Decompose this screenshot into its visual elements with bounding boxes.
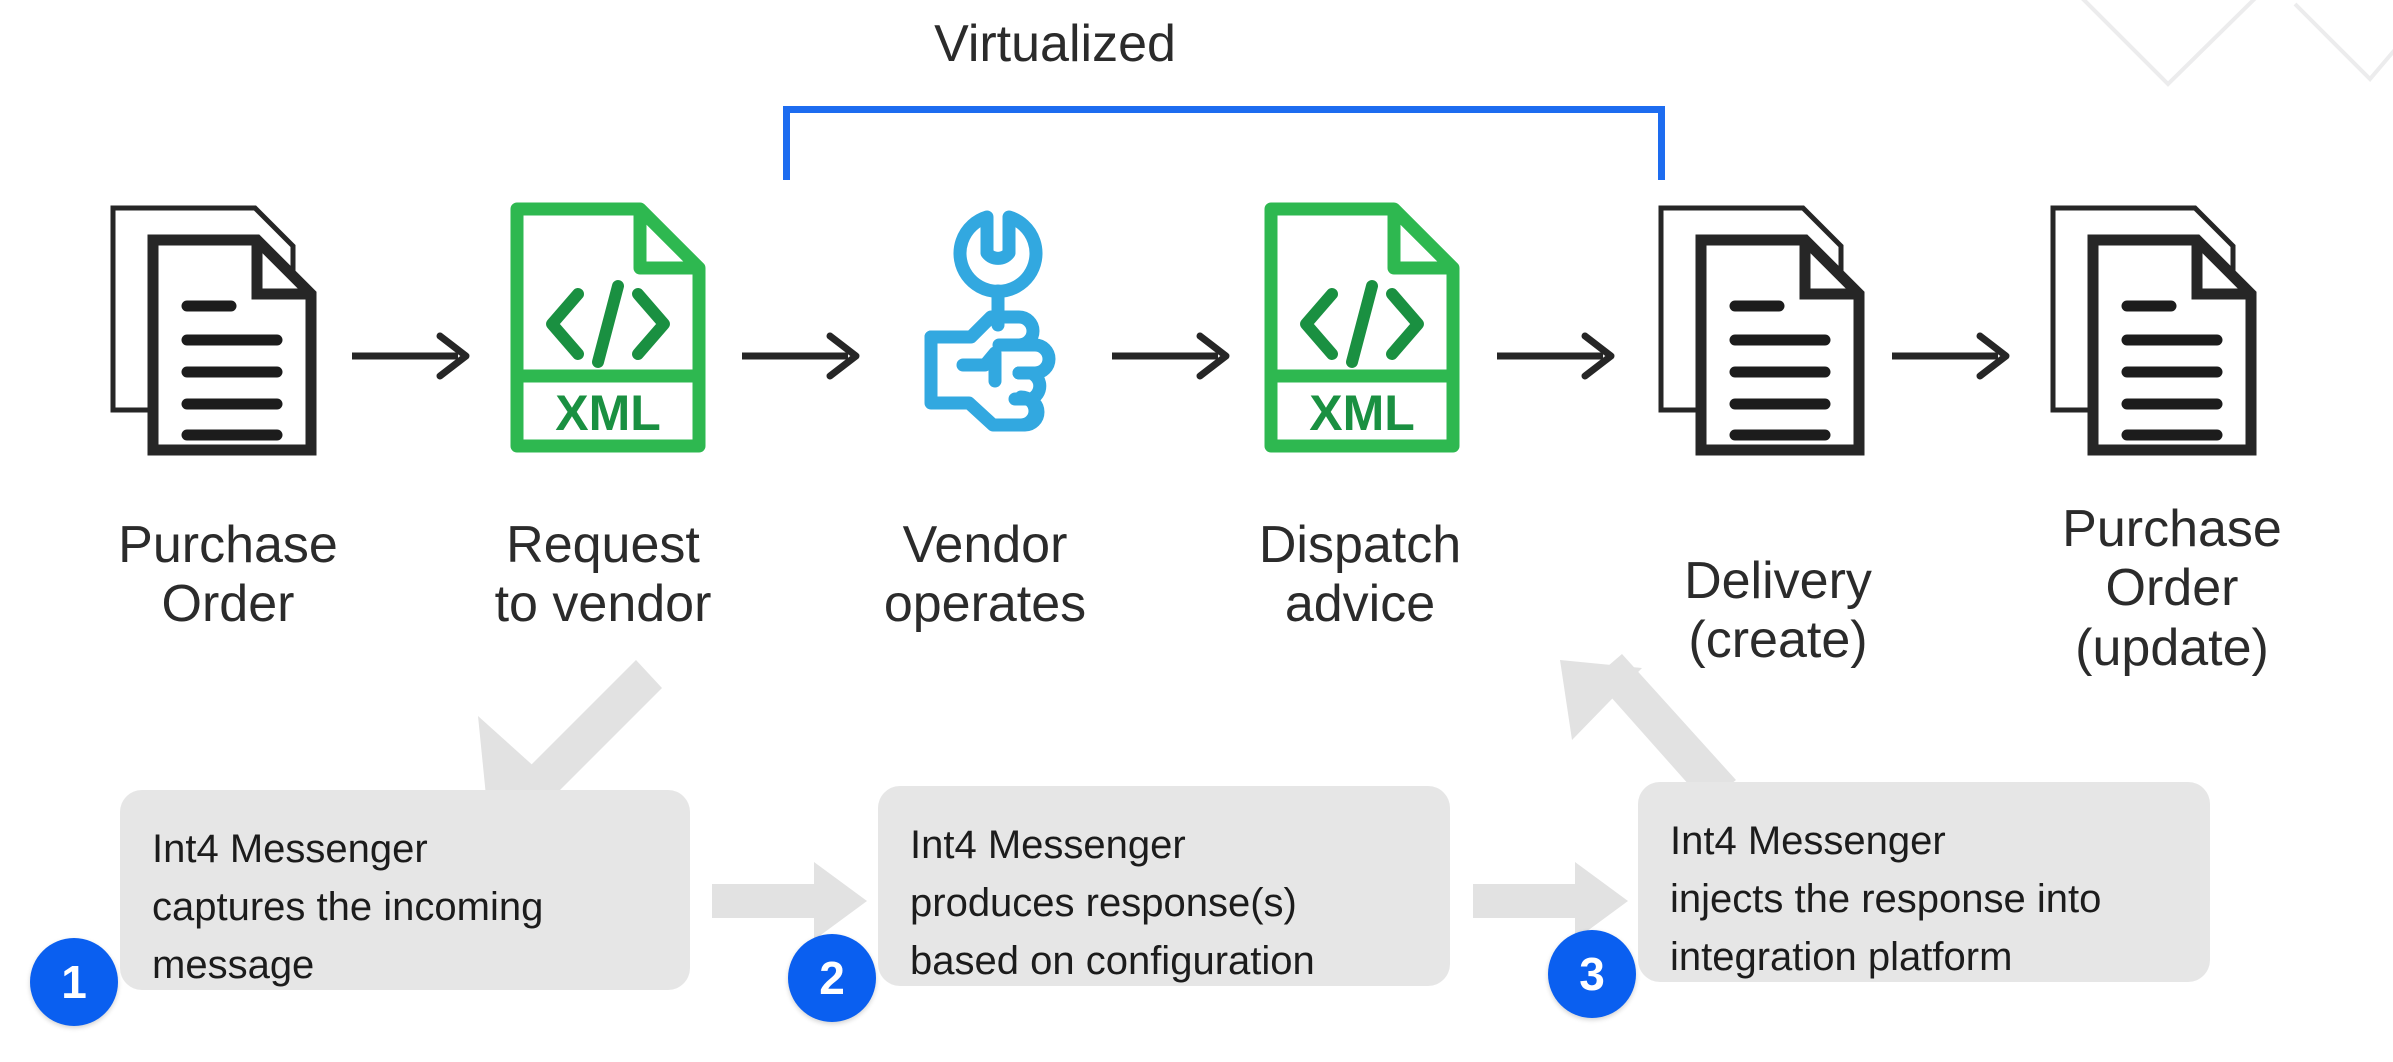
virtualized-bracket xyxy=(783,106,1665,180)
step-box-3[interactable]: Int4 Messenger injects the response into… xyxy=(1638,782,2210,982)
step-text-1: Int4 Messenger captures the incoming mes… xyxy=(152,827,544,987)
flow-arrow-1 xyxy=(352,332,470,380)
step-text-2: Int4 Messenger produces response(s) base… xyxy=(910,823,1315,983)
virtualized-label: Virtualized xyxy=(934,15,1176,73)
purchase-order-icon xyxy=(105,198,325,463)
step-badge-3: 3 xyxy=(1548,930,1636,1018)
label-request-to-vendor: Request to vendor xyxy=(494,516,712,634)
step-arrow-2-3 xyxy=(1473,862,1628,940)
step-arrow-1-2 xyxy=(712,862,867,940)
flow-arrow-4 xyxy=(1497,332,1615,380)
step-text-3: Int4 Messenger injects the response into… xyxy=(1670,819,2102,979)
xml-file-text: XML xyxy=(1309,385,1415,441)
step-box-1[interactable]: Int4 Messenger captures the incoming mes… xyxy=(120,790,690,990)
step-number-2: 2 xyxy=(819,952,845,1004)
request-to-vendor-icon: XML xyxy=(508,200,708,455)
step-number-1: 1 xyxy=(61,956,87,1008)
purchase-order-update-icon xyxy=(2045,198,2265,463)
flow-arrow-5 xyxy=(1892,332,2010,380)
label-purchase-order: Purchase Order xyxy=(118,516,338,634)
document-stack-icon xyxy=(2050,205,2257,456)
delivery-create-icon xyxy=(1653,198,1873,463)
label-purchase-order-update: Purchase Order (update) xyxy=(2062,500,2282,677)
xml-file-icon: XML xyxy=(510,202,706,453)
flow-arrow-2 xyxy=(742,332,860,380)
document-stack-icon xyxy=(1658,205,1865,456)
step-number-3: 3 xyxy=(1579,948,1605,1000)
connector-arrow-up-right xyxy=(1560,654,1736,798)
dispatch-advice-icon: XML xyxy=(1262,200,1462,455)
xml-file-icon: XML xyxy=(1264,202,1460,453)
flow-arrow-3 xyxy=(1112,332,1230,380)
xml-file-text: XML xyxy=(555,385,661,441)
step-badge-2: 2 xyxy=(788,934,876,1022)
document-stack-icon xyxy=(110,205,317,456)
process-flow-row: XML xyxy=(0,0,2393,470)
step-badge-1: 1 xyxy=(30,938,118,1026)
label-delivery-create: Delivery (create) xyxy=(1684,552,1872,670)
connector-arrow-down-left xyxy=(478,660,662,800)
hand-wrench-icon xyxy=(924,210,1056,432)
step-box-2[interactable]: Int4 Messenger produces response(s) base… xyxy=(878,786,1450,986)
label-dispatch-advice: Dispatch advice xyxy=(1258,516,1462,634)
label-vendor-operates: Vendor operates xyxy=(883,516,1087,634)
vendor-operates-icon xyxy=(915,205,1065,450)
